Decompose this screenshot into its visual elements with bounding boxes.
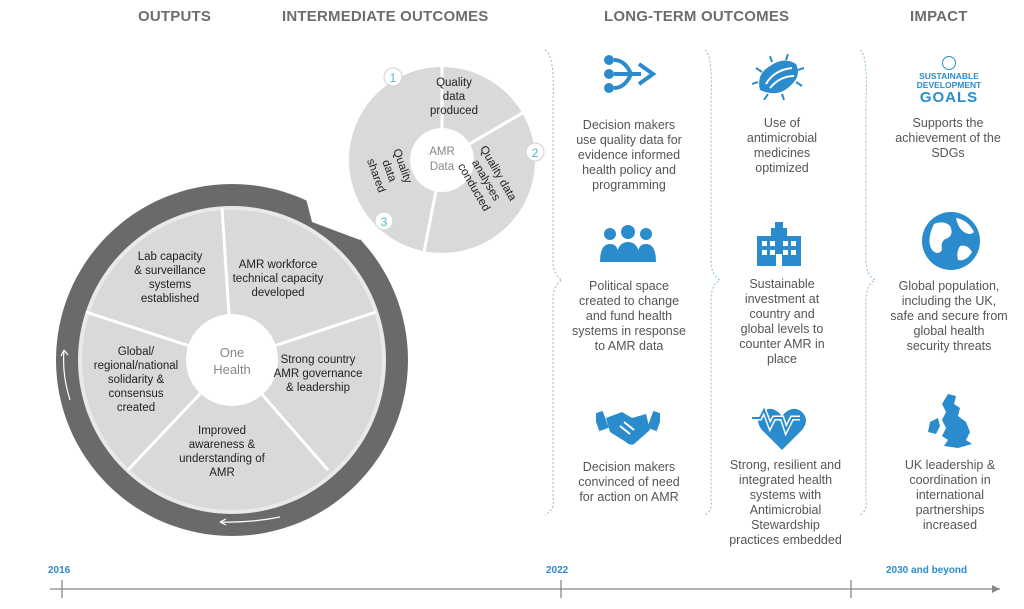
- ring-arrow-left: [63, 349, 71, 401]
- segment-solidarity-5: created: [117, 402, 155, 414]
- segment-workforce-3: developed: [251, 287, 304, 299]
- segment-solidarity-2: regional/national: [94, 360, 178, 372]
- amr-seg1-3: produced: [430, 105, 478, 117]
- globe-icon: [922, 212, 980, 270]
- segment-workforce-1: AMR workforce: [239, 259, 318, 271]
- segment-solidarity-3: solidarity &: [108, 374, 165, 386]
- header-impact: IMPACT: [910, 8, 968, 25]
- header-long-term-outcomes: LONG-TERM OUTCOMES: [604, 8, 790, 25]
- microbe-icon: [752, 54, 804, 100]
- one-health-label-1: One: [220, 345, 245, 360]
- header-intermediate-outcomes: INTERMEDIATE OUTCOMES: [282, 8, 489, 25]
- svg-text:2: 2: [532, 146, 539, 160]
- amr-center-2: Data: [430, 161, 455, 173]
- one-health-label-2: Health: [213, 362, 251, 377]
- data-flow-icon: [604, 55, 657, 93]
- un-emblem-icon: [942, 56, 956, 70]
- timeline-label-2016: 2016: [48, 565, 71, 576]
- segment-governance-1: Strong country: [281, 354, 356, 366]
- country-enabling-ring: Country enabling environment: [56, 151, 408, 536]
- timeline: [50, 580, 1000, 598]
- amr-badge-1: 1: [383, 67, 403, 87]
- amr-center-1: AMR: [429, 146, 455, 158]
- segment-awareness-1: Improved: [198, 425, 246, 437]
- segment-awareness-3: understanding of: [179, 453, 265, 465]
- segment-awareness-4: AMR: [209, 467, 235, 479]
- segment-lab-3: systems: [149, 279, 191, 291]
- svg-text:1: 1: [390, 71, 397, 85]
- segment-lab-1: Lab capacity: [138, 251, 203, 263]
- timeline-label-2022: 2022: [546, 565, 569, 576]
- brace-1: [544, 49, 564, 516]
- header-outputs: OUTPUTS: [138, 8, 212, 25]
- segment-workforce-2: technical capacity: [233, 273, 324, 285]
- segment-governance-3: & leadership: [286, 382, 350, 394]
- svg-text:3: 3: [381, 215, 388, 229]
- handshake-icon: [596, 410, 660, 445]
- ring-arrow-bottom: [219, 516, 281, 523]
- people-group-icon: [600, 225, 656, 262]
- sdg-logo: SUSTAINABLE DEVELOPMENT GOALS: [912, 56, 986, 106]
- segment-governance-2: AMR governance: [274, 368, 363, 380]
- segment-lab-2: & surveillance: [134, 265, 206, 277]
- amr-badge-3: 3: [374, 211, 394, 231]
- building-icon: [757, 222, 801, 266]
- segment-solidarity-1: Global/: [118, 346, 155, 358]
- impact-global-population: Global population,including the UK,safe …: [890, 279, 1008, 353]
- amr-data-circle: AMR Data Quality data produced Quality d…: [349, 67, 545, 253]
- uk-map-icon: [928, 394, 972, 448]
- timeline-label-2030: 2030 and beyond: [886, 565, 968, 576]
- amr-badge-2: 2: [525, 142, 545, 162]
- brace-3: [859, 49, 877, 516]
- amr-seg1-1: Quality: [436, 77, 472, 89]
- segment-solidarity-4: consensus: [109, 388, 164, 400]
- amr-seg1-2: data: [443, 91, 466, 103]
- heartbeat-icon: [752, 404, 806, 450]
- segment-awareness-2: awareness &: [189, 439, 256, 451]
- segment-lab-4: established: [141, 293, 199, 305]
